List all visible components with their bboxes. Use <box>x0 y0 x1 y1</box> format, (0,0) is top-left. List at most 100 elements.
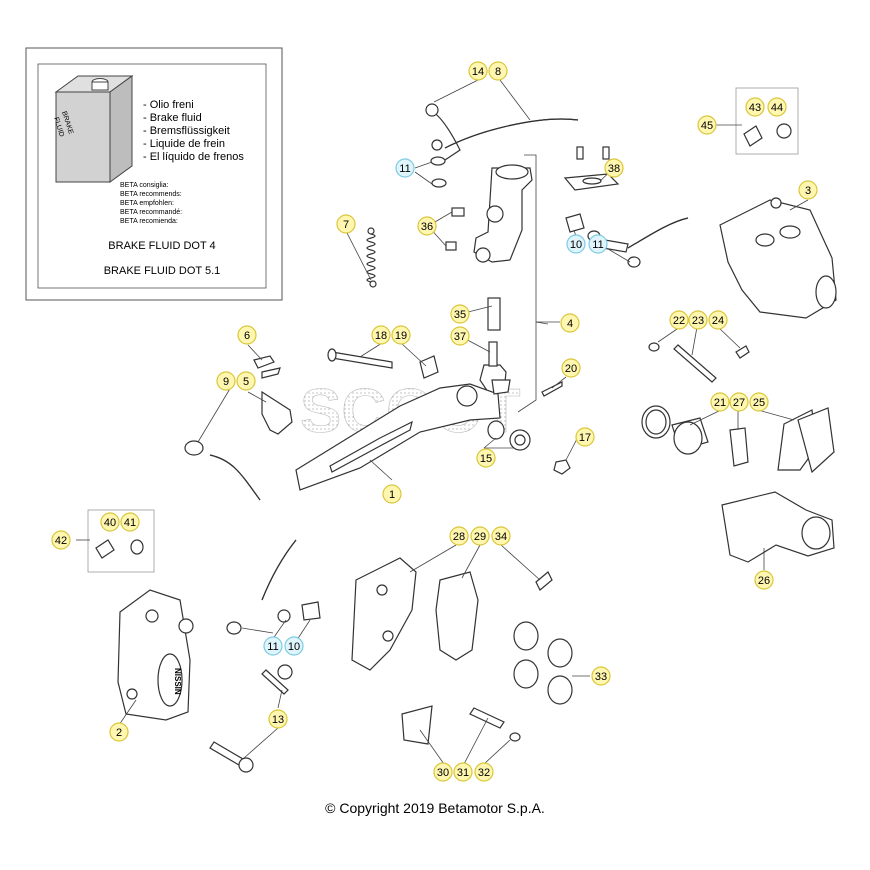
callout-circle <box>767 97 787 117</box>
front-bleeder-kit <box>87 509 155 573</box>
fluid-name-4: - El líquido de frenos <box>143 151 244 163</box>
callout-number: 13 <box>272 714 284 726</box>
callout-c27: 27 <box>729 392 749 412</box>
pad-spring-pin <box>401 705 521 745</box>
callout-c8: 8 <box>488 61 508 81</box>
front-pistons <box>513 621 573 705</box>
callout-c15: 15 <box>476 448 496 468</box>
callout-number: 21 <box>714 397 726 409</box>
callout-circle <box>669 310 689 330</box>
callout-c38: 38 <box>604 158 624 178</box>
callout-circle <box>268 709 288 729</box>
callout-c40: 40 <box>100 512 120 532</box>
callout-number: 30 <box>437 767 449 779</box>
callout-circle <box>749 392 769 412</box>
callout-number: 26 <box>758 575 770 587</box>
master-cylinder-hose <box>184 440 261 501</box>
callout-circle <box>417 216 437 236</box>
brake-fluid-can-icon: BRAKE FLUID <box>52 75 134 183</box>
callout-c6: 6 <box>237 325 257 345</box>
callout-circle <box>382 484 402 504</box>
callout-number: 24 <box>712 315 724 327</box>
recommends-3: BETA recommandé: <box>120 209 182 216</box>
callout-number: 37 <box>454 331 466 343</box>
callout-number: 42 <box>55 535 67 547</box>
rear-caliper-bracket <box>721 491 835 563</box>
callout-c7: 7 <box>336 214 356 234</box>
callout-c37: 37 <box>450 326 470 346</box>
callout-circle <box>566 234 586 254</box>
callout-number: 10 <box>570 239 582 251</box>
callout-number: 41 <box>124 517 136 529</box>
front-brake-pads <box>435 571 479 661</box>
brake-fluid-info-box: BRAKE FLUID - Olio freni - Brake fluid -… <box>25 47 283 301</box>
callout-c14: 14 <box>468 61 488 81</box>
callout-c11c: 11 <box>263 636 283 656</box>
callout-circle <box>468 61 488 81</box>
callout-circle <box>433 762 453 782</box>
callout-circle <box>450 304 470 324</box>
callout-circle <box>237 325 257 345</box>
nissin-logo: NISSIN <box>173 668 182 695</box>
spec-dot51: BRAKE FLUID DOT 5.1 <box>104 265 221 277</box>
callout-circle <box>336 214 356 234</box>
callout-c2: 2 <box>109 722 129 742</box>
pedal-tip <box>253 355 293 435</box>
callout-c28: 28 <box>449 526 469 546</box>
callout-circle <box>395 158 415 178</box>
recommends-1: BETA recommends: <box>120 191 182 198</box>
callout-number: 22 <box>673 315 685 327</box>
callout-circle <box>491 526 511 546</box>
callout-circle <box>710 392 730 412</box>
recommends-4: BETA recomienda: <box>120 218 178 225</box>
callout-c11a: 11 <box>395 158 415 178</box>
callout-circle <box>120 512 140 532</box>
callout-circle <box>450 326 470 346</box>
callout-number: 45 <box>701 120 713 132</box>
callout-c10b: 10 <box>284 636 304 656</box>
callout-number: 4 <box>567 318 573 330</box>
callout-number: 20 <box>565 363 577 375</box>
callout-number: 10 <box>288 641 300 653</box>
callout-number: 43 <box>749 102 761 114</box>
rear-bleeder-kit <box>735 87 799 155</box>
callout-circle <box>561 358 581 378</box>
callout-c21: 21 <box>710 392 730 412</box>
callout-c24: 24 <box>708 310 728 330</box>
callout-number: 8 <box>495 66 501 78</box>
rear-pistons-pads <box>641 405 835 474</box>
callout-c32: 32 <box>474 762 494 782</box>
callout-c5: 5 <box>236 371 256 391</box>
callout-c3: 3 <box>798 180 818 200</box>
callout-number: 32 <box>478 767 490 779</box>
callout-c36: 36 <box>417 216 437 236</box>
callout-circle <box>109 722 129 742</box>
callout-number: 3 <box>805 185 811 197</box>
pedal-bushings <box>487 381 571 475</box>
callout-number: 29 <box>474 531 486 543</box>
callout-c20: 20 <box>561 358 581 378</box>
callout-number: 11 <box>592 239 603 251</box>
callout-number: 5 <box>243 376 249 388</box>
callout-number: 6 <box>244 330 250 342</box>
callout-number: 44 <box>771 102 783 114</box>
callout-circle <box>575 427 595 447</box>
master-cylinder-group-lines <box>517 154 560 413</box>
front-caliper-bracket <box>351 557 417 671</box>
callout-c43: 43 <box>745 97 765 117</box>
callout-number: 36 <box>421 221 433 233</box>
callout-circle <box>729 392 749 412</box>
callout-circle <box>745 97 765 117</box>
copyright-text: © Copyright 2019 Betamotor S.p.A. <box>325 800 545 816</box>
callout-number: 40 <box>104 517 116 529</box>
callout-number: 1 <box>389 489 395 501</box>
callout-circle <box>284 636 304 656</box>
callout-number: 19 <box>395 330 407 342</box>
callout-c30: 30 <box>433 762 453 782</box>
callout-c9: 9 <box>216 371 236 391</box>
callout-number: 23 <box>692 315 704 327</box>
callout-circle <box>449 526 469 546</box>
callout-c18: 18 <box>371 325 391 345</box>
callout-circle <box>708 310 728 330</box>
